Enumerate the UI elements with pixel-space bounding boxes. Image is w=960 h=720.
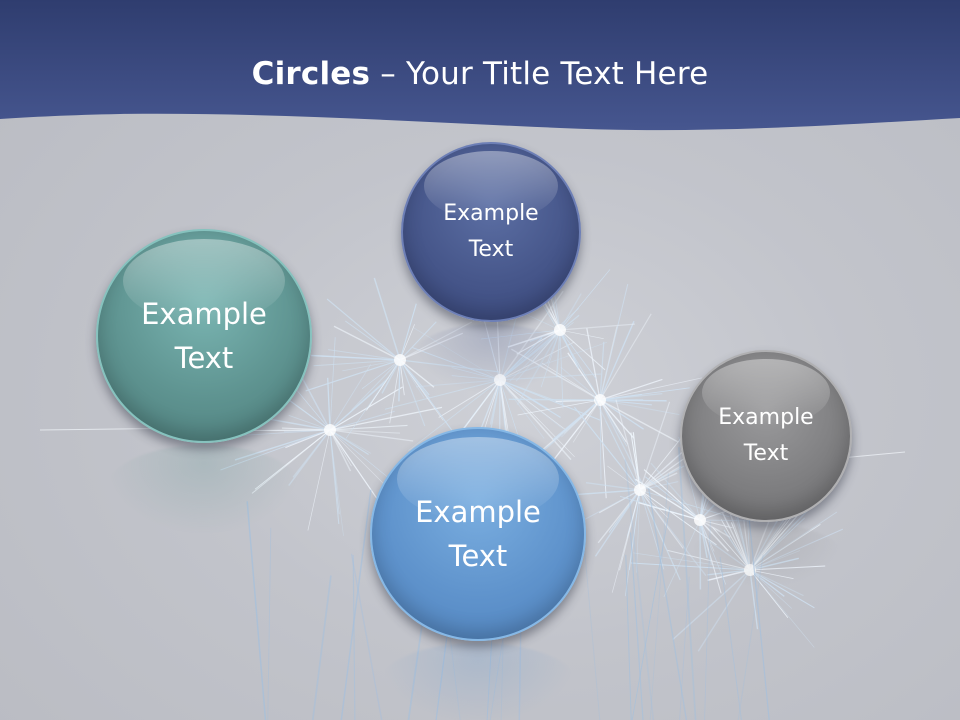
firework-streak (649, 473, 669, 720)
blue-circle-reflection (380, 643, 576, 720)
teal-circle-reflection (106, 445, 302, 535)
teal-circle[interactable]: Example Text (96, 229, 312, 443)
firework-burst (305, 277, 499, 439)
firework-streak (679, 576, 690, 720)
firework-burst (566, 395, 730, 597)
title-band (0, 0, 960, 131)
firework-streak (746, 495, 770, 720)
firework-burst (508, 283, 702, 499)
firework-streak (311, 575, 332, 720)
firework-streak (737, 554, 764, 720)
firework-streak (719, 556, 742, 720)
firework-streak (677, 447, 697, 720)
firework-burst (631, 470, 844, 652)
circle-label: Example Text (718, 405, 814, 466)
slide-title-bold: Circles (251, 56, 371, 92)
firework-streak (246, 501, 267, 720)
firework-streak (352, 554, 356, 720)
circle-label: Example Text (443, 201, 539, 262)
slide-title: Circles – Your Title Text Here (0, 52, 960, 96)
firework-streak (631, 506, 671, 720)
navy-circle[interactable]: Example Text (401, 142, 581, 322)
circle-label: Example Text (141, 297, 267, 375)
firework-streak (350, 553, 383, 720)
circle-label: Example Text (415, 495, 541, 573)
firework-streak (630, 532, 644, 720)
navy-circle-reflection (411, 324, 571, 394)
gray-circle-reflection (690, 524, 842, 588)
firework-streak (704, 520, 711, 720)
gray-circle[interactable]: Example Text (680, 350, 852, 522)
slide-title-rest: – Your Title Text Here (370, 56, 709, 92)
firework-streak (340, 489, 372, 720)
firework-streak (625, 554, 632, 720)
firework-streak (624, 459, 655, 720)
firework-streak (648, 488, 688, 720)
firework-streak (267, 527, 272, 720)
firework-burst (217, 337, 443, 536)
firework-burst (481, 266, 635, 409)
blue-circle[interactable]: Example Text (370, 427, 586, 641)
